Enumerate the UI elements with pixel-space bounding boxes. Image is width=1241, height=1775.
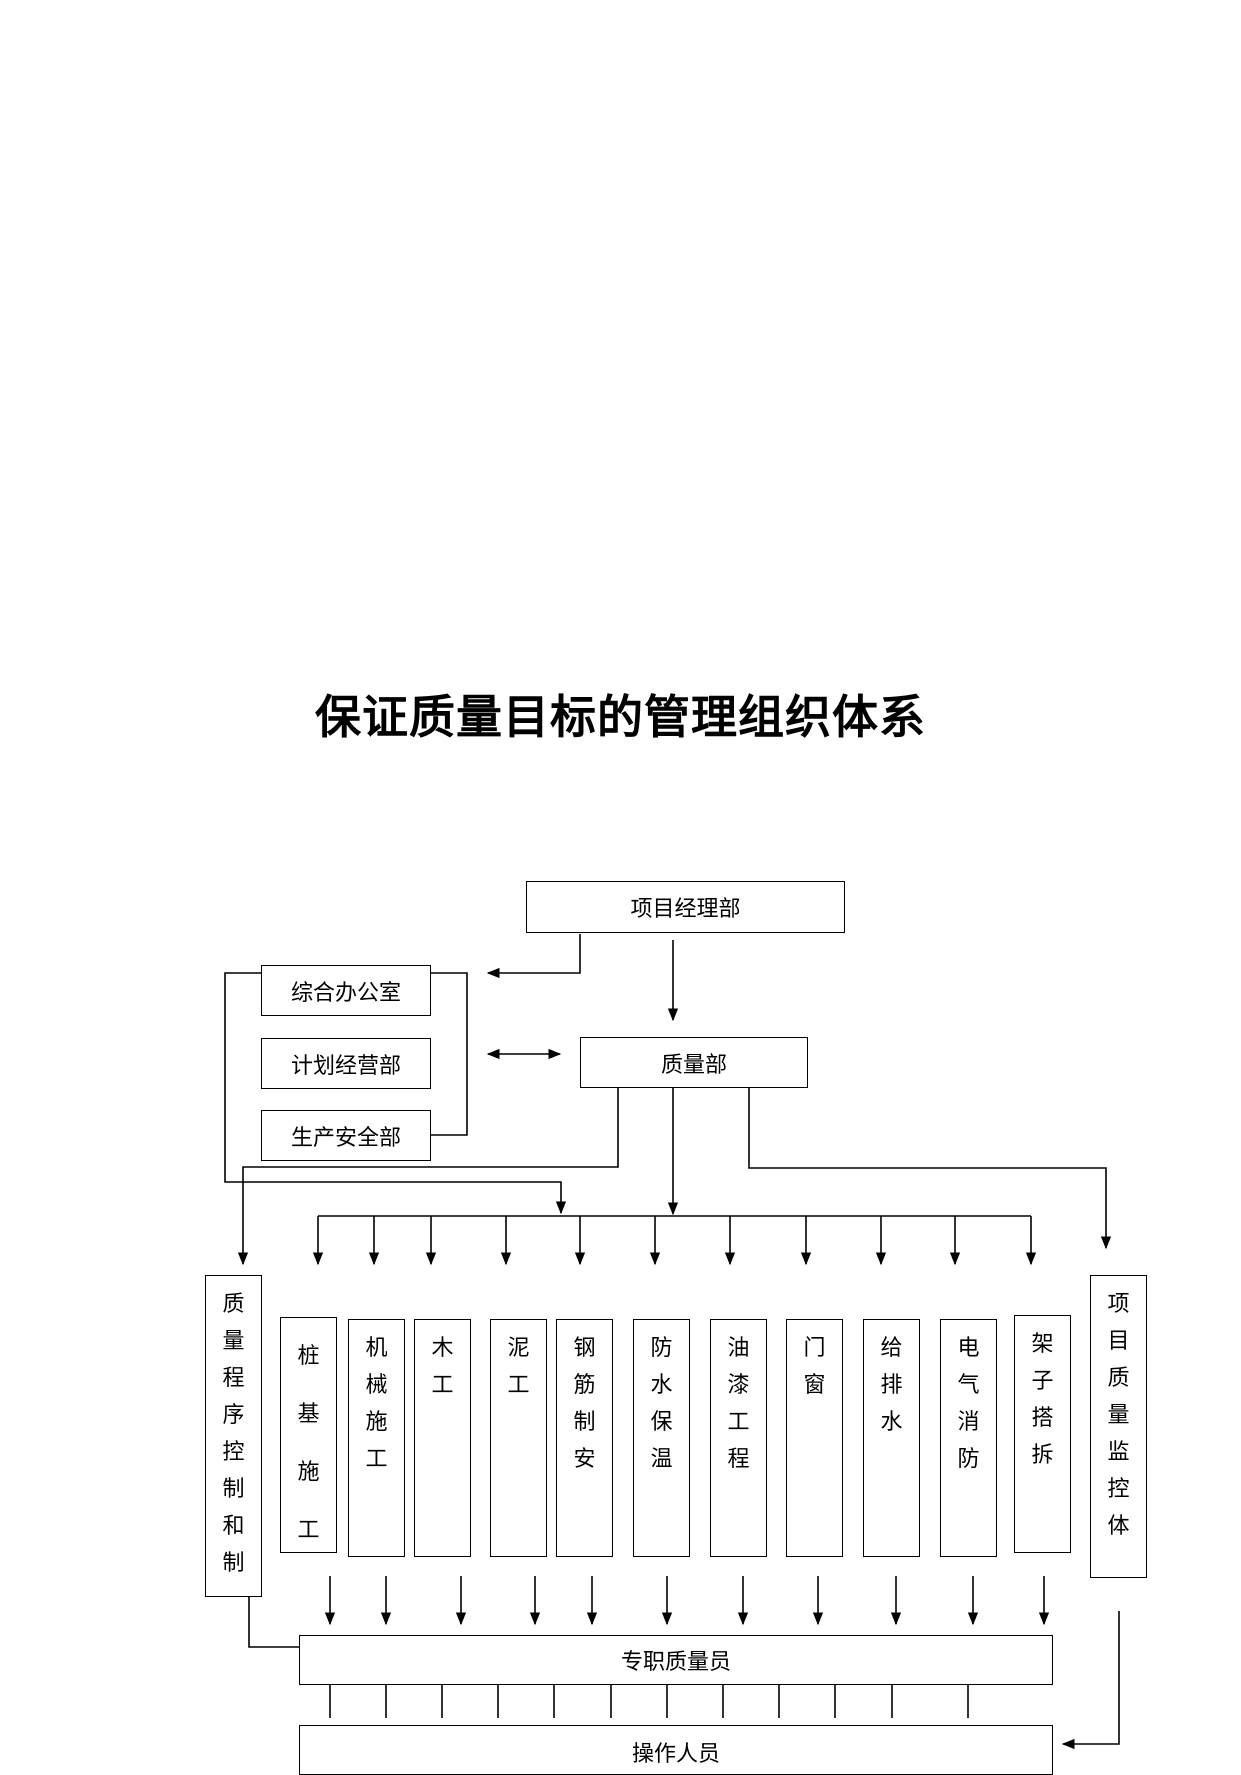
trade-label: 泥工 bbox=[507, 1336, 530, 1398]
trade-box: 给排水 bbox=[863, 1319, 920, 1557]
trade-box: 防水保温 bbox=[633, 1319, 690, 1557]
trade-label: 机械施工 bbox=[365, 1336, 388, 1472]
office-label: 综合办公室 bbox=[290, 980, 401, 1006]
trade-label: 门窗 bbox=[803, 1336, 826, 1398]
safety-box: 生产安全部 bbox=[261, 1110, 431, 1161]
procedure-control-box: 质量程序控制和制 bbox=[205, 1275, 262, 1597]
office-box: 综合办公室 bbox=[261, 965, 431, 1016]
inspectors-label: 专职质量员 bbox=[620, 1650, 731, 1675]
office-right-bracket bbox=[431, 972, 468, 1136]
arrow-to-office bbox=[486, 934, 581, 979]
trade-label: 木工 bbox=[431, 1336, 454, 1398]
page-title: 保证质量目标的管理组织体系 bbox=[315, 690, 926, 744]
project-monitor-label: 项目质量监控体 bbox=[1107, 1292, 1130, 1539]
trade-label: 油漆工程 bbox=[727, 1336, 750, 1472]
project-dept-box: 项目经理部 bbox=[526, 881, 845, 933]
inspectors-box: 专职质量员 bbox=[299, 1635, 1053, 1685]
arrow-to-project-monitor bbox=[748, 1088, 1112, 1250]
trade-box: 电气消防 bbox=[940, 1319, 997, 1557]
procedure-control-label: 质量程序控制和制 bbox=[222, 1292, 245, 1576]
trade-label: 桩基施工 bbox=[297, 1344, 320, 1543]
project-dept-label: 项目经理部 bbox=[630, 897, 741, 922]
safety-label: 生产安全部 bbox=[290, 1125, 401, 1151]
operators-label: 操作人员 bbox=[631, 1742, 720, 1767]
trade-label: 钢筋制安 bbox=[573, 1336, 596, 1472]
trade-box: 油漆工程 bbox=[710, 1319, 767, 1557]
trade-box: 机械施工 bbox=[348, 1319, 405, 1557]
planning-box: 计划经营部 bbox=[261, 1038, 431, 1089]
trade-box: 架子搭拆 bbox=[1014, 1315, 1071, 1553]
trade-box: 木工 bbox=[414, 1319, 471, 1557]
quality-dept-label: 质量部 bbox=[660, 1052, 727, 1078]
trade-box: 门窗 bbox=[786, 1319, 843, 1557]
procedure-to-inspectors bbox=[248, 1597, 310, 1648]
trade-box: 泥工 bbox=[490, 1319, 547, 1557]
office-left-bracket bbox=[224, 972, 567, 1215]
trade-box: 钢筋制安 bbox=[556, 1319, 613, 1557]
trade-label: 电气消防 bbox=[957, 1336, 980, 1472]
trade-box: 桩基施工 bbox=[280, 1317, 337, 1553]
arrow-to-procedure-control bbox=[237, 1088, 619, 1266]
trade-label: 给排水 bbox=[880, 1336, 903, 1435]
quality-dept-box: 质量部 bbox=[580, 1037, 808, 1088]
project-monitor-box: 项目质量监控体 bbox=[1090, 1275, 1147, 1578]
planning-label: 计划经营部 bbox=[290, 1053, 401, 1079]
trade-label: 架子搭拆 bbox=[1031, 1332, 1054, 1468]
operators-box: 操作人员 bbox=[299, 1725, 1053, 1775]
monitor-to-operators bbox=[1061, 1611, 1120, 1750]
trade-label: 防水保温 bbox=[650, 1336, 673, 1472]
